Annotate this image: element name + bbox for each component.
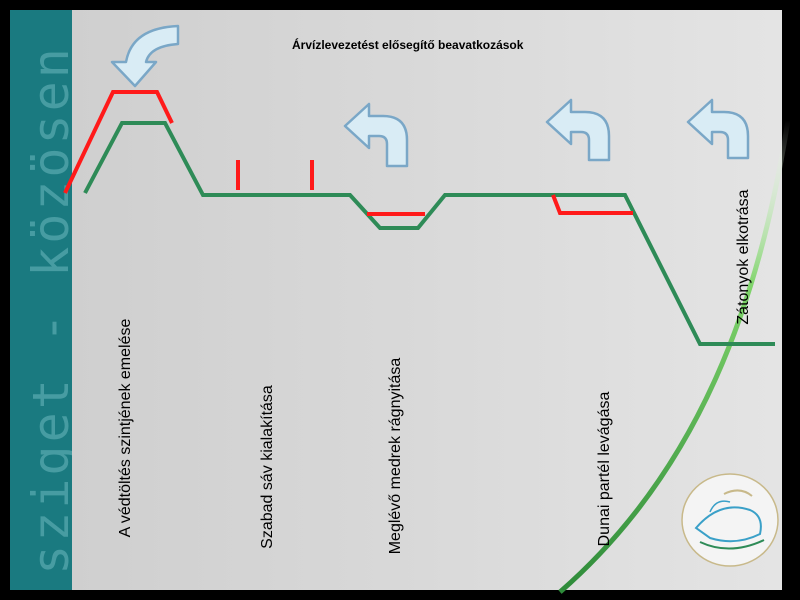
label-bank-cut: Dunai partél levágása <box>596 391 613 547</box>
logo-emblem <box>681 473 779 567</box>
red-bank-cut-line <box>551 194 633 215</box>
label-free-strip: Szabad sáv kialakítása <box>259 385 276 549</box>
sidebar-band: sziget - közösen <box>10 10 80 590</box>
slide-title: Árvízlevezetést elősegítő beavatkozások <box>292 38 524 52</box>
curved-left-arrow-icon <box>686 98 750 160</box>
green-profile-line <box>83 121 775 346</box>
decorative-green-arc <box>558 119 791 594</box>
label-shoal-removal: Zátonyok elkotrása <box>735 189 752 325</box>
label-levee-raise: A védtöltés szintjének emelése <box>117 318 134 538</box>
content-panel <box>72 10 782 590</box>
curved-left-arrow-icon <box>343 102 409 168</box>
curved-down-arrow-icon <box>110 24 180 88</box>
red-raised-levee-line <box>63 90 174 194</box>
curved-left-arrow-icon <box>545 98 611 162</box>
label-channel-widen: Meglévő medrek rágnyitása <box>387 357 404 555</box>
